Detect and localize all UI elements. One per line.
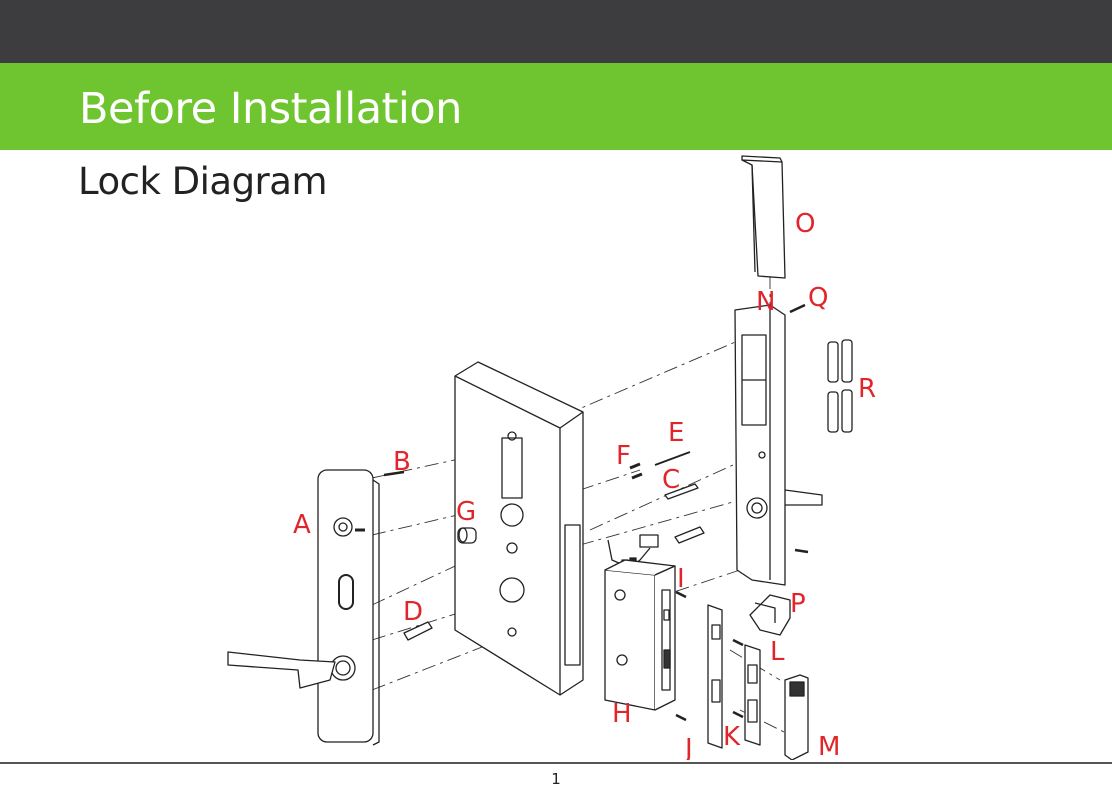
part-c-spindle-2 [675, 527, 704, 543]
part-h-mortise-body [605, 560, 675, 710]
label-e: E [668, 418, 684, 448]
part-n-inner-trim [735, 305, 822, 585]
diagram-artwork [228, 156, 852, 760]
label-j: J [683, 734, 693, 760]
top-bar [0, 0, 1112, 63]
label-f: F [616, 441, 631, 471]
footer-divider [0, 762, 1112, 764]
part-labels: A B C D E F G H I J K L M N O P Q R [293, 209, 876, 760]
label-l: L [770, 637, 785, 667]
label-d: D [403, 597, 423, 627]
label-q: Q [808, 283, 828, 313]
label-k: K [723, 722, 741, 752]
label-i: I [677, 564, 685, 594]
part-p-bracket [750, 595, 790, 635]
part-r-batteries [828, 340, 852, 432]
part-o-battery-cover [742, 156, 785, 278]
part-q-screw [790, 305, 805, 312]
part-e-rod [655, 452, 690, 465]
part-g-cylinder [458, 528, 476, 543]
label-a: A [293, 510, 311, 540]
part-j-faceplate [708, 605, 722, 748]
label-h: H [612, 699, 632, 729]
part-f-screw-2 [632, 474, 642, 478]
part-k-screw [733, 640, 743, 645]
part-k-strike-plate [745, 645, 760, 745]
part-k-screw-2 [733, 712, 743, 717]
part-m-strike-box [785, 675, 808, 760]
page-title: Before Installation [79, 84, 462, 134]
part-f-screw [630, 464, 640, 468]
label-p: P [790, 589, 806, 619]
lock-exploded-diagram: A B C D E F G H I J K L M N O P Q R [0, 150, 1112, 760]
label-g: G [456, 497, 476, 527]
page-number: 1 [0, 770, 1112, 788]
label-c: C [662, 465, 680, 495]
label-r: R [858, 374, 876, 404]
label-o: O [795, 209, 815, 239]
label-n: N [756, 287, 775, 317]
label-m: M [818, 732, 840, 760]
part-i-screw-2 [676, 715, 686, 720]
label-b: B [393, 447, 411, 477]
